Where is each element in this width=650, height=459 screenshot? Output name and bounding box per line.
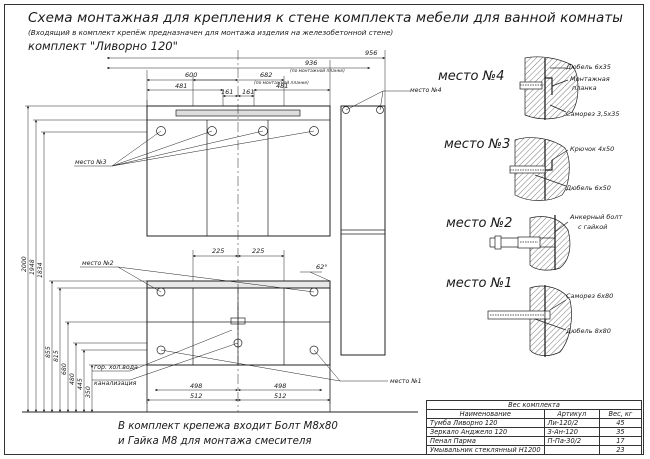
sheet-frame [4, 4, 644, 455]
dim-225-right: 225 [252, 247, 264, 255]
detail-mesto1 [487, 285, 572, 357]
detail-mesto2-title: место №2 [446, 216, 512, 231]
detail-mesto4-title: место №4 [438, 69, 504, 84]
cell-weight: 23 [598, 445, 643, 455]
cell-weight: 35 [598, 427, 643, 437]
dim-1834: 1834 [37, 262, 44, 278]
pencil-case [340, 105, 386, 356]
dim-498-right: 498 [274, 382, 286, 390]
detail-mesto3 [509, 137, 570, 201]
detail-mesto4 [519, 56, 579, 120]
dim-angle: 62° [316, 263, 328, 271]
dim-855: 855 [45, 346, 52, 358]
dim-225-left: 225 [212, 247, 224, 255]
page-subtitle: (Входящий в комплект крепёж предназначен… [28, 28, 394, 37]
mirror-cabinet [146, 105, 331, 237]
dim-161-left: 161 [221, 88, 233, 96]
cell-weight: 45 [598, 418, 643, 428]
col-name: Наименование [426, 409, 545, 419]
fastener-note-line1: В комплект крепежа входит Болт М8х80 [118, 421, 338, 432]
detail-m3-hook: Крючок 4х50 [570, 145, 614, 153]
callout-water: гор. хол.вода [94, 364, 138, 371]
dim-498-left: 498 [190, 382, 202, 390]
col-weight: Вес, кг [598, 409, 643, 419]
left-dimension-lines [25, 105, 147, 413]
detail-m1-screw: Саморез 6х80 [566, 292, 613, 300]
leader-lines [74, 90, 410, 382]
dim-481-left: 481 [175, 82, 187, 90]
detail-m3-dowel: Дюбель 6х50 [565, 184, 611, 192]
callout-mesto4: место №4 [410, 87, 442, 94]
col-article: Артикул [543, 409, 600, 419]
detail-mesto3-title: место №3 [444, 137, 510, 152]
dim-2000: 2000 [21, 256, 28, 272]
dim-936-note: (по монтажной планке) [290, 68, 345, 74]
cell-name: Умывальник стеклянный Н1200 [426, 445, 545, 455]
table-row: Умывальник стеклянный Н1200 23 [426, 445, 643, 455]
callout-mesto3: место №3 [75, 159, 107, 166]
page-title: Схема монтажная для крепления к стене ко… [28, 10, 624, 26]
dim-1948: 1948 [29, 259, 36, 275]
cell-name: Тумба Ливорно 120 [426, 418, 545, 428]
detail-m4-dowel: Дюбель 6х35 [565, 63, 611, 71]
callout-mesto1: место №1 [390, 378, 422, 385]
weight-table-header: Наименование Артикул Вес, кг [426, 409, 643, 419]
dim-680: 680 [61, 363, 68, 375]
mid-dimension-lines [192, 250, 331, 282]
dim-161-right: 161 [242, 88, 254, 96]
dim-682: 682 [260, 71, 272, 79]
callout-mesto2: место №2 [82, 260, 114, 267]
detail-m4-screw: Саморез 3,5х35 [566, 110, 620, 118]
detail-mesto2 [489, 215, 571, 271]
dim-815: 815 [53, 350, 60, 362]
dim-600: 600 [185, 71, 197, 79]
cell-article [543, 445, 600, 455]
weight-table: Вес комплекта Наименование Артикул Вес, … [426, 400, 643, 455]
cell-name: Зеркало Анджело 120 [426, 427, 545, 437]
cell-article: З-Ан-120 [543, 427, 600, 437]
cell-article: П-Па-30/2 [543, 436, 600, 446]
table-row: Пенал Парма П-Па-30/2 17 [426, 436, 643, 446]
dim-682-note: (по монтажной планке) [254, 80, 309, 86]
detail-m1-dowel: Дюбель 8х80 [565, 327, 611, 335]
detail-m2-anchor-1: Анкерный болт [569, 213, 623, 221]
callout-sewer: канализация [94, 380, 137, 387]
vanity-unit [146, 280, 331, 366]
kit-name: комплект "Ливорно 120" [28, 39, 178, 53]
detail-mesto1-title: место №1 [446, 276, 512, 291]
table-row: Тумба Ливорно 120 Ли-120/2 45 [426, 418, 643, 428]
cell-weight: 17 [598, 436, 643, 446]
dim-480: 480 [69, 373, 76, 385]
bottom-dimension-lines [146, 365, 331, 404]
fastener-note-line2: и Гайка М8 для монтажа смесителя [118, 436, 312, 447]
dim-956: 956 [365, 49, 377, 57]
table-row: Зеркало Анджело 120 З-Ан-120 35 [426, 427, 643, 437]
top-dimension-lines [106, 50, 386, 106]
dim-445: 445 [77, 378, 84, 390]
dim-350: 350 [85, 386, 92, 398]
cell-article: Ли-120/2 [543, 418, 600, 428]
cell-name: Пенал Парма [426, 436, 545, 446]
dim-512-right: 512 [274, 392, 286, 400]
detail-m4-plate-1: Монтажная [570, 75, 610, 83]
dim-936: 936 [305, 59, 317, 67]
detail-m2-anchor-2: с гайкой [578, 223, 607, 231]
dim-481-right: 481 [276, 82, 288, 90]
detail-m4-plate-2: планка [572, 84, 597, 92]
weight-table-caption: Вес комплекта [426, 400, 642, 410]
dim-512-left: 512 [190, 392, 202, 400]
